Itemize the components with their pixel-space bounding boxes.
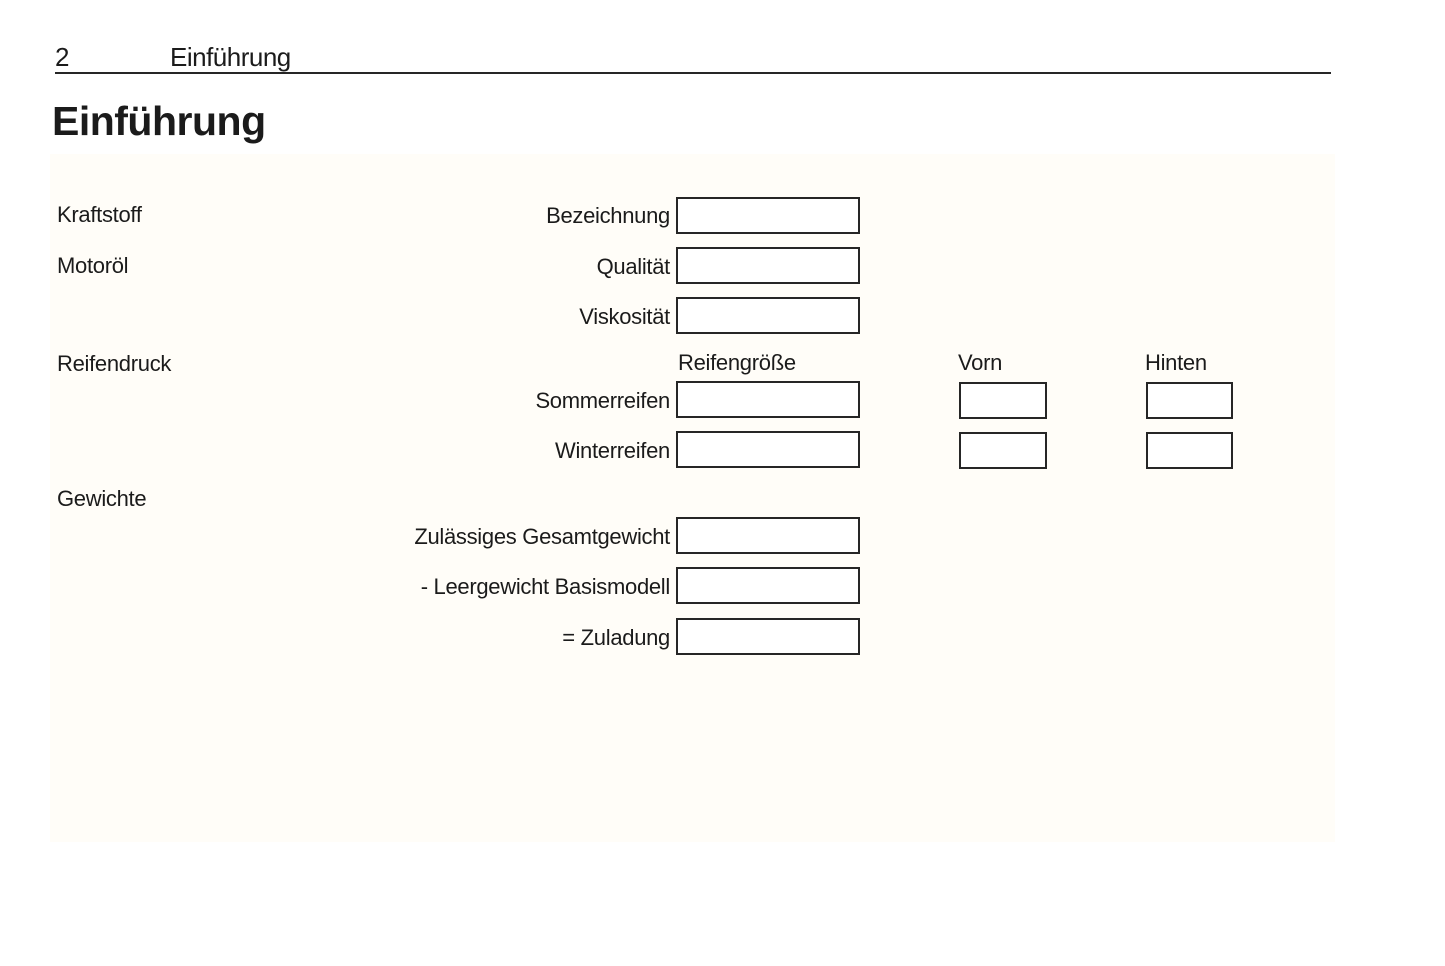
curb-weight-input[interactable] [676,567,860,604]
winter-rear-pressure-input[interactable] [1146,432,1233,469]
summer-rear-pressure-input[interactable] [1146,382,1233,419]
designation-input[interactable] [676,197,860,234]
field-label-payload: = Zuladung [562,625,670,650]
payload-input[interactable] [676,618,860,655]
winter-front-pressure-input[interactable] [959,432,1047,469]
field-label-gross-weight: Zulässiges Gesamtgewicht [414,524,670,549]
header-divider [55,72,1331,74]
column-header-rear: Hinten [1145,350,1207,375]
section-label-tire-pressure: Reifendruck [57,351,172,376]
page-title: Einführung [52,98,266,144]
gross-weight-input[interactable] [676,517,860,554]
field-label-viscosity: Viskosität [579,304,670,329]
section-label-engine-oil: Motoröl [57,253,129,278]
chapter-header-title: Einführung [170,42,291,72]
summer-front-pressure-input[interactable] [959,382,1047,419]
quality-input[interactable] [676,247,860,284]
field-label-summer-tires: Sommerreifen [535,388,670,413]
winter-tire-size-input[interactable] [676,431,860,468]
column-header-front: Vorn [958,350,1003,375]
field-label-quality: Qualität [596,254,671,279]
field-label-designation: Bezeichnung [546,203,670,228]
summer-tire-size-input[interactable] [676,381,860,418]
page-number: 2 [55,42,69,72]
field-label-winter-tires: Winterreifen [555,438,670,463]
section-label-weights: Gewichte [57,486,147,511]
section-label-fuel: Kraftstoff [57,202,142,227]
viscosity-input[interactable] [676,297,860,334]
field-label-curb-weight: - Leergewicht Basismodell [420,574,671,599]
column-header-tire-size: Reifengröße [678,350,796,375]
